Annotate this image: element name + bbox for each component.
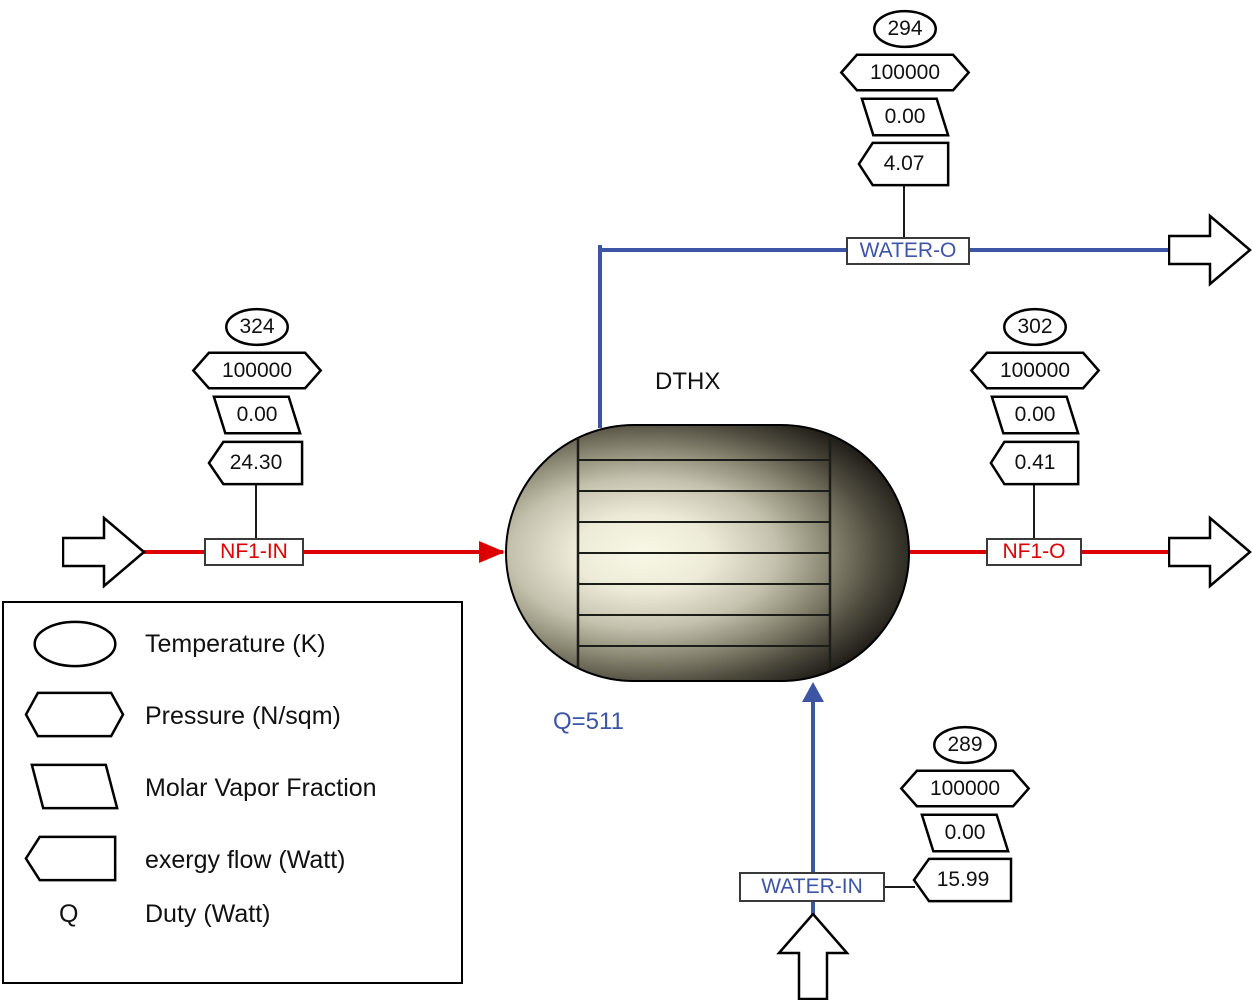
nf1-in-exergy-value: 24.30 [229, 451, 283, 474]
nf1-in-stream-name: NF1-IN [220, 540, 288, 563]
nf1-out-vapor-fraction-value: 0.00 [1014, 403, 1056, 426]
nf1-out-stream-name: NF1-O [1002, 540, 1066, 563]
water-out-temperature-oval-icon: 294 [873, 10, 937, 48]
water-in-exergy-pentagon-icon: 15.99 [913, 858, 1013, 902]
nf1-in-exergy-pentagon-icon: 24.30 [208, 441, 304, 485]
water-out-line-vertical [598, 245, 602, 428]
nf1-in-stream-label: NF1-IN [204, 538, 304, 566]
legend-temperature-label: Temperature (K) [145, 630, 326, 658]
water-in-temperature-value: 289 [947, 733, 983, 756]
legend-pressure-label: Pressure (N/sqm) [145, 702, 341, 730]
legend-temperature-oval-icon [33, 620, 117, 668]
water-in-pressure-hexagon-icon: 100000 [900, 770, 1030, 807]
water-inlet-arrowhead-icon [802, 682, 824, 702]
legend-duty-label: Duty (Watt) [145, 900, 271, 928]
nf1-in-temperature-oval-icon: 324 [225, 308, 289, 346]
nf1-out-pressure-value: 100000 [999, 358, 1071, 382]
water-out-stream-name: WATER-O [859, 239, 957, 262]
water-in-stream-name: WATER-IN [761, 875, 863, 898]
legend-pressure-hexagon-icon [25, 692, 124, 737]
water-out-exergy-pentagon-icon: 4.07 [858, 142, 950, 186]
legend-vapor-fraction-trapezoid-icon [31, 764, 118, 809]
nf1-out-stream-label: NF1-O [986, 538, 1082, 566]
nf1-out-exergy-pentagon-icon: 0.41 [990, 441, 1080, 485]
nf1-in-pressure-value: 100000 [221, 358, 293, 382]
heat-exchanger-tubes [576, 436, 832, 670]
water-out-vapor-fraction-trapezoid-icon: 0.00 [861, 98, 949, 136]
nf1-out-vapor-fraction-trapezoid-icon: 0.00 [991, 396, 1079, 434]
water-in-temperature-oval-icon: 289 [933, 726, 997, 764]
water-product-arrow-icon [1168, 213, 1252, 287]
water-out-stream-label: WATER-O [846, 237, 970, 265]
water-out-exergy-value: 4.07 [883, 152, 925, 175]
nf1-out-callout-connector [1033, 484, 1035, 538]
legend: Temperature (K) Pressure (N/sqm) Molar V… [2, 601, 463, 984]
water-out-vapor-fraction-value: 0.00 [884, 105, 926, 128]
nf1-in-vapor-fraction-value: 0.00 [236, 403, 278, 426]
nf1-in-pressure-hexagon-icon: 100000 [192, 352, 322, 389]
water-out-callout-connector [903, 185, 905, 237]
water-in-vapor-fraction-trapezoid-icon: 0.00 [921, 814, 1009, 852]
nf1-out-temperature-oval-icon: 302 [1003, 308, 1067, 346]
nf1-in-vapor-fraction-trapezoid-icon: 0.00 [213, 396, 301, 434]
water-in-vapor-fraction-value: 0.00 [944, 821, 986, 844]
heat-exchanger-block [505, 424, 910, 682]
water-out-pressure-value: 100000 [869, 60, 941, 84]
duty-value-label: Q=511 [553, 708, 624, 735]
legend-vapor-fraction-label: Molar Vapor Fraction [145, 774, 377, 802]
water-feed-arrow-icon [776, 913, 850, 1000]
nf1-out-temperature-value: 302 [1017, 315, 1053, 338]
water-out-temperature-value: 294 [887, 17, 923, 40]
legend-exergy-pentagon-icon [25, 836, 117, 881]
nf1-in-callout-connector [255, 484, 257, 538]
nf1-in-temperature-value: 324 [239, 315, 275, 338]
nf1-product-arrow-icon [1168, 515, 1252, 589]
water-in-exergy-value: 15.99 [936, 868, 990, 891]
water-in-line [811, 698, 815, 915]
water-in-pressure-value: 100000 [929, 776, 1001, 800]
legend-duty-symbol: Q [59, 900, 79, 928]
feed-arrow-icon [62, 515, 146, 589]
water-out-pressure-hexagon-icon: 100000 [840, 54, 970, 91]
water-in-stream-label: WATER-IN [739, 872, 885, 902]
nf1-in-line [143, 550, 503, 554]
nf1-out-exergy-value: 0.41 [1014, 451, 1056, 474]
legend-exergy-label: exergy flow (Watt) [145, 846, 346, 874]
unit-name-label: DTHX [655, 368, 721, 395]
nf1-out-pressure-hexagon-icon: 100000 [970, 352, 1100, 389]
nf1-inlet-arrowhead-icon [479, 541, 505, 563]
water-in-callout-connector [883, 886, 915, 888]
